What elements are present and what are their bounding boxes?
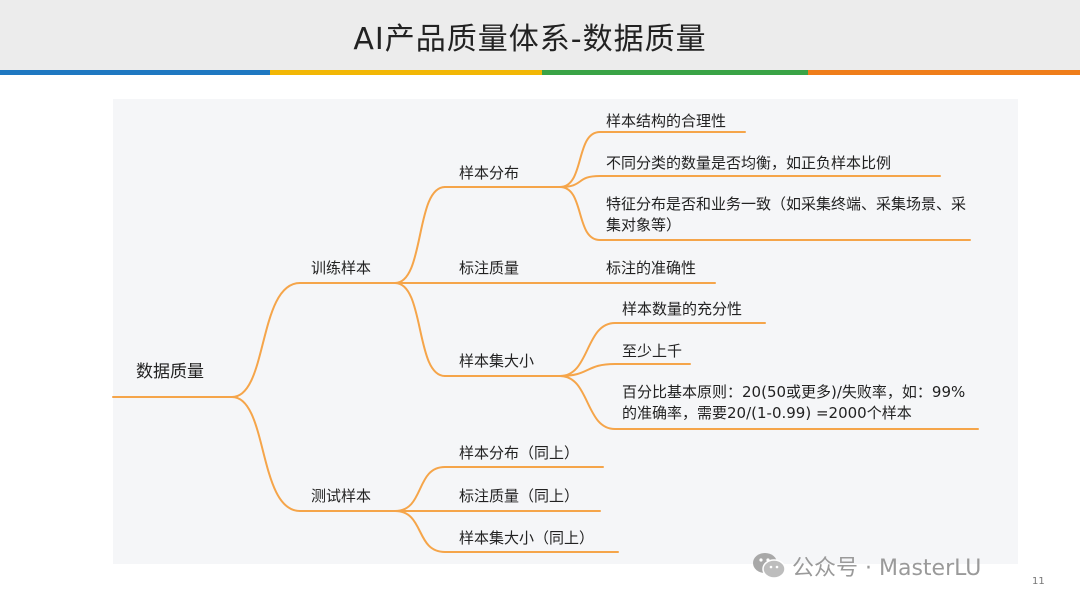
wechat-icon bbox=[753, 553, 786, 579]
leaf-at-least-thousands: 至少上千 bbox=[622, 342, 683, 360]
node-test-label-quality: 标注质量（同上） bbox=[459, 487, 580, 505]
leaf-feature-distribution: 特征分布是否和业务一致（如采集终端、采集场景、采集对象等） bbox=[606, 195, 967, 234]
leaf-class-balance: 不同分类的数量是否均衡，如正负样本比例 bbox=[606, 154, 892, 172]
connector-dist-leaf2 bbox=[559, 175, 941, 188]
connector-root-train bbox=[231, 282, 301, 398]
connector-train-size bbox=[394, 282, 446, 377]
page-number: 11 bbox=[1032, 576, 1045, 587]
node-train-sample-distribution: 样本分布 bbox=[459, 164, 520, 182]
watermark-text: 公众号 · MasterLU bbox=[792, 556, 982, 581]
connector-size-leaf1 bbox=[559, 322, 766, 377]
connector-train-dist bbox=[394, 186, 446, 284]
connector-test-dist bbox=[394, 466, 604, 512]
mindmap-root: 数据质量 bbox=[136, 362, 204, 382]
slide-header bbox=[0, 0, 1080, 70]
leaf-sample-sufficiency: 样本数量的充分性 bbox=[622, 300, 743, 318]
accent-stripe-green bbox=[542, 70, 808, 75]
accent-stripe-blue bbox=[0, 70, 270, 75]
node-train-sample-size: 样本集大小 bbox=[459, 352, 535, 370]
branch-training-samples: 训练样本 bbox=[311, 259, 372, 277]
node-train-label-quality: 标注质量 bbox=[459, 259, 520, 277]
accent-stripe-yellow bbox=[270, 70, 542, 75]
branch-test-samples: 测试样本 bbox=[311, 487, 372, 505]
leaf-label-accuracy: 标注的准确性 bbox=[606, 259, 697, 277]
watermark: 公众号 · MasterLU bbox=[752, 550, 981, 582]
connector-dist-leaf1 bbox=[559, 131, 746, 188]
node-test-sample-distribution: 样本分布（同上） bbox=[459, 444, 580, 462]
connector-dist-leaf3 bbox=[559, 186, 971, 241]
connector-size-leaf3 bbox=[559, 375, 979, 430]
connector-root-test bbox=[231, 396, 301, 512]
leaf-percentage-principle: 百分比基本原则：20(50或更多)/失败率，如：99%的准确率，需要20/(1-… bbox=[622, 383, 966, 422]
node-test-sample-size: 样本集大小（同上） bbox=[459, 529, 595, 547]
leaf-structure-reasonable: 样本结构的合理性 bbox=[606, 112, 727, 130]
slide-title: AI产品质量体系-数据质量 bbox=[353, 22, 707, 57]
connector-test-size bbox=[394, 510, 619, 553]
accent-stripe-orange bbox=[808, 70, 1080, 75]
connector-size-leaf2 bbox=[559, 363, 691, 377]
